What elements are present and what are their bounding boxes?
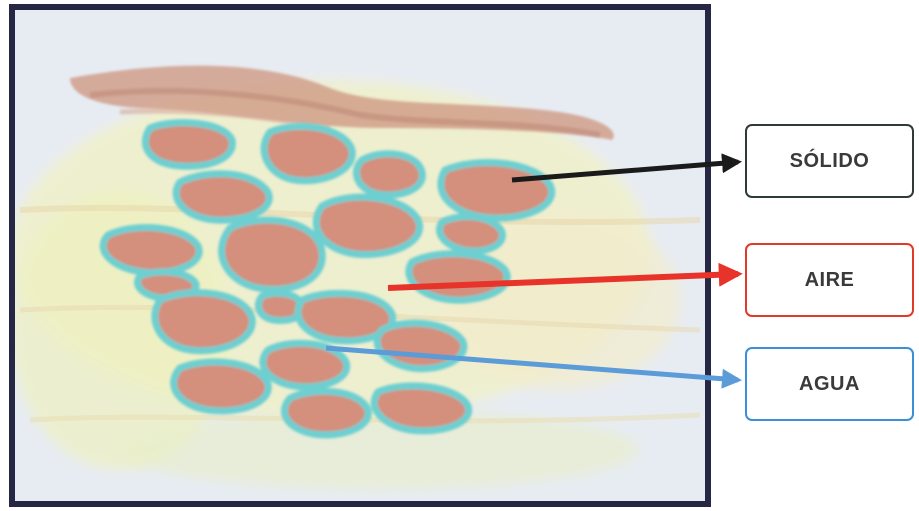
- label-aire: AIRE: [745, 243, 914, 317]
- label-agua: AGUA: [745, 347, 914, 421]
- label-solido: SÓLIDO: [745, 124, 914, 198]
- label-aire-text: AIRE: [805, 269, 855, 292]
- particle: [176, 174, 269, 221]
- particle: [284, 391, 368, 435]
- particle: [441, 163, 552, 219]
- particle: [377, 323, 464, 369]
- particle: [145, 123, 232, 167]
- particle: [222, 220, 323, 290]
- label-agua-text: AGUA: [799, 373, 860, 396]
- particle: [264, 126, 352, 180]
- particle: [374, 386, 468, 431]
- particle: [316, 197, 419, 255]
- particle: [103, 227, 199, 272]
- particle: [174, 362, 269, 411]
- particle: [409, 254, 507, 301]
- particle: [356, 154, 422, 195]
- particle: [155, 293, 252, 351]
- label-solido-text: SÓLIDO: [790, 150, 870, 173]
- particle: [439, 217, 502, 251]
